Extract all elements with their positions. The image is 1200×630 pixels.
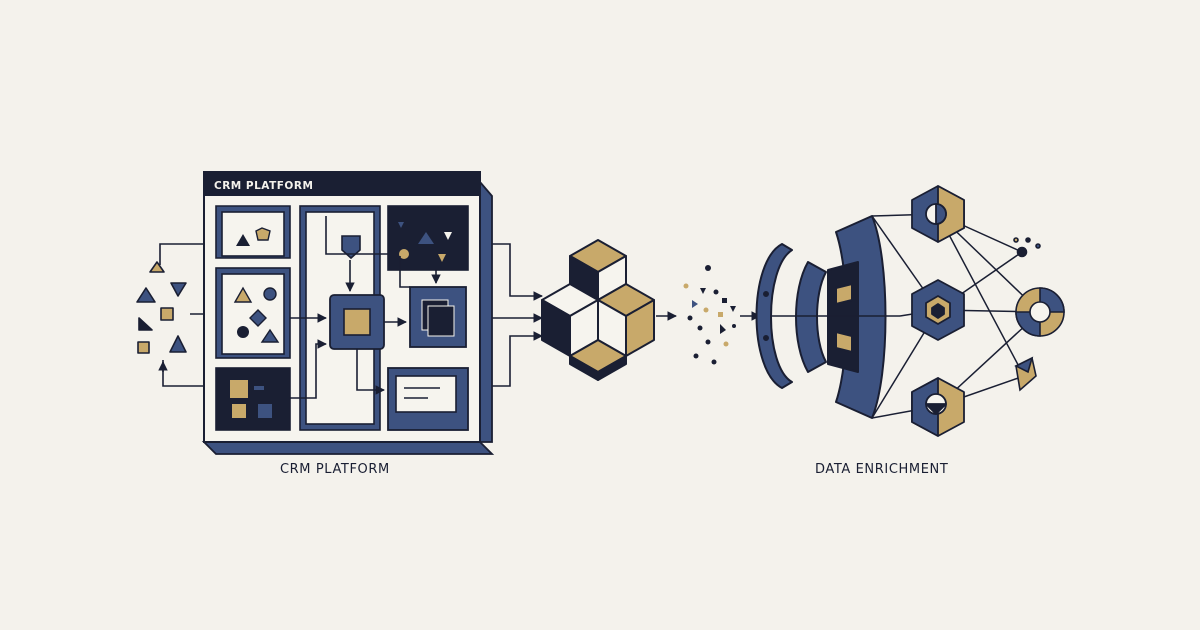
input-shapes [136,261,187,354]
data-particles [683,265,736,365]
window-title-bar [204,172,480,196]
process-node [329,294,385,350]
data-enrichment-caption: DATA ENRICHMENT [815,462,949,477]
platform-to-cube-arrows [492,243,543,387]
panel-dark-bottom [215,367,291,431]
crm-platform-caption: CRM PLATFORM [280,462,390,477]
record-card-node [387,367,469,431]
enrichment-funnel-icon [755,215,900,419]
panel-shapes-top [215,205,291,259]
stacked-docs-node [409,286,467,348]
crm-platform-window: CRM PLATFORM [201,171,495,455]
window-title: CRM PLATFORM [214,180,313,192]
hexagon-network-icon [871,185,1065,437]
isometric-cube-icon [541,239,655,381]
panel-dark-top-right [387,205,469,271]
panel-shapes-middle [215,267,291,359]
inner-flow-arrows [290,256,441,399]
